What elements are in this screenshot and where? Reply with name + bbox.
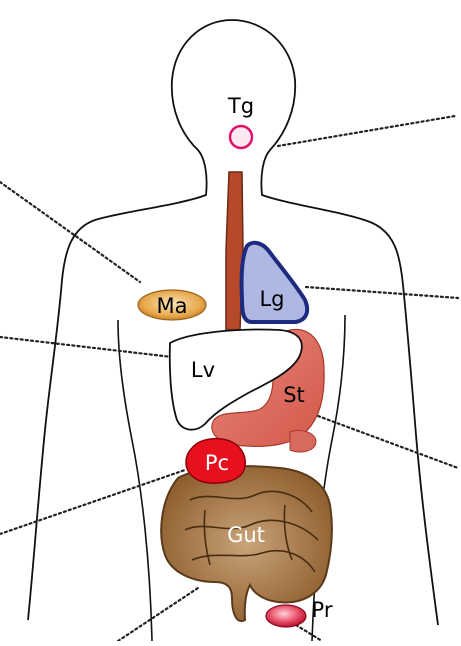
gut-label: Gut xyxy=(227,523,265,547)
prostate-leader-line xyxy=(296,625,322,641)
duodenum-shape xyxy=(290,430,316,451)
stomach-leader-line xyxy=(318,416,458,468)
thyroid-label: Tg xyxy=(227,94,254,118)
prostate-organ[interactable] xyxy=(266,605,306,627)
lung-label: Lg xyxy=(259,287,284,311)
prostate-label: Pr xyxy=(312,598,333,622)
mammary-label: Ma xyxy=(157,294,188,318)
lung-leader-line xyxy=(306,287,458,298)
thyroid-leader-line xyxy=(278,116,455,146)
gut-leader-line xyxy=(118,588,198,641)
stomach-label: St xyxy=(283,383,305,407)
pancreas-leader-line xyxy=(0,470,185,534)
mammary-leader-line xyxy=(0,182,140,282)
pancreas-label: Pc xyxy=(205,451,229,475)
liver-label: Lv xyxy=(191,358,215,382)
left-arm-inner-line xyxy=(118,320,152,641)
liver-leader-line xyxy=(0,337,172,357)
thyroid-organ[interactable] xyxy=(230,126,252,148)
